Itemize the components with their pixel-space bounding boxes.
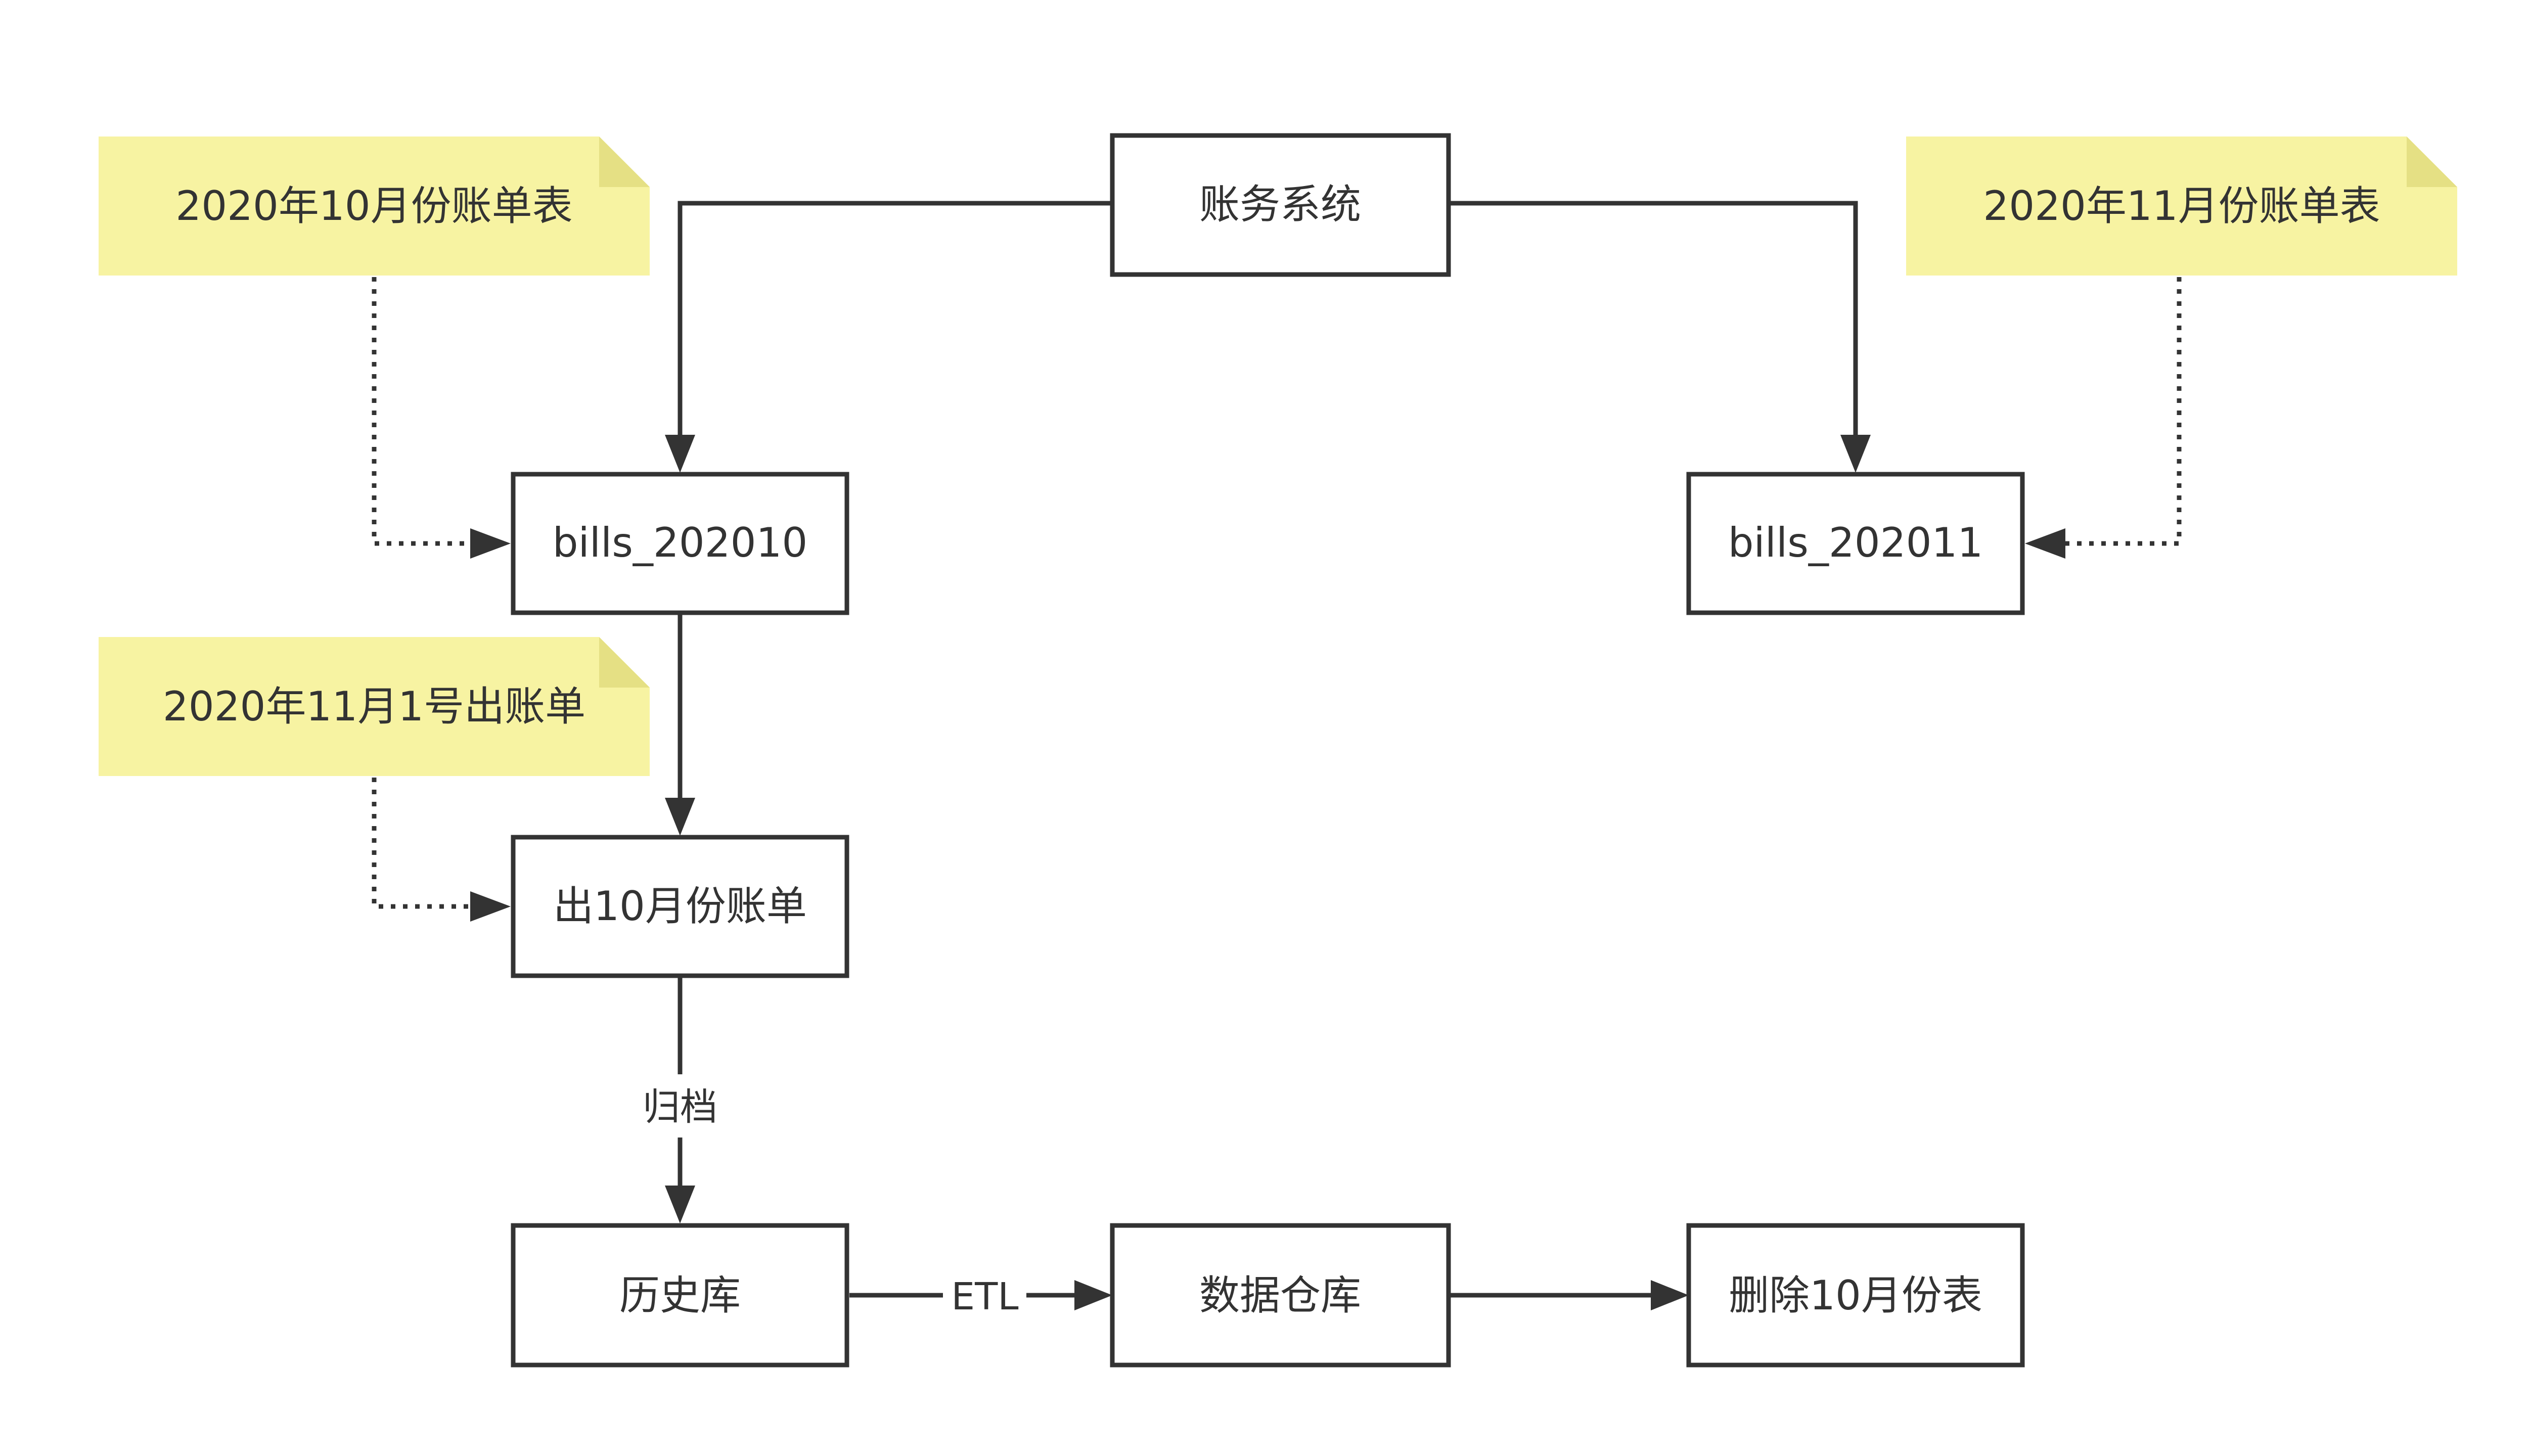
node-bills-202011-label: bills_202011 (1728, 519, 1983, 566)
node-history-db-box (511, 1223, 849, 1368)
node-bills-202010-box (511, 472, 849, 615)
node-accounting-system-box (1110, 133, 1451, 277)
edge-label-archive: 归档 (643, 1085, 717, 1129)
note-fold-icon (599, 637, 650, 688)
edge-note-first-billing-to-issue-bill (372, 778, 470, 909)
node-issue-october-bill: 出10月份账单 (511, 835, 849, 978)
note-oct-bill-table-text: 2020年10月份账单表 (175, 183, 572, 230)
arrow-right-icon (470, 528, 511, 559)
note-nov-bill-table: 2020年11月份账单表 (1906, 136, 2457, 276)
connectors: 归档 ETL (643, 201, 1871, 1318)
node-history-db: 历史库 (511, 1223, 849, 1368)
arrow-right-icon (470, 891, 511, 922)
node-accounting-system: 账务系统 (1110, 133, 1451, 277)
note-nov-first-billing: 2020年11月1号出账单 (99, 637, 650, 776)
edge-label-etl: ETL (951, 1275, 1018, 1318)
arrow-right-icon (1074, 1280, 1112, 1310)
node-bills-202010-label: bills_202010 (553, 519, 808, 566)
arrow-down-icon (665, 1186, 695, 1223)
node-delete-october-table: 删除10月份表 (1686, 1223, 2025, 1368)
node-delete-october-table-label: 删除10月份表 (1729, 1272, 1982, 1319)
node-data-warehouse-label: 数据仓库 (1199, 1272, 1361, 1319)
note-fold-icon (2407, 136, 2457, 187)
note-fold-icon (599, 136, 650, 187)
node-issue-october-bill-box (511, 835, 849, 978)
node-data-warehouse: 数据仓库 (1110, 1223, 1451, 1368)
edge-system-to-bills-202011 (1449, 201, 1858, 435)
note-connectors (372, 277, 2182, 922)
edge-note-oct-to-bills-202010 (372, 277, 470, 546)
edge-note-nov-to-bills-202011 (2065, 277, 2182, 546)
arrow-right-icon (1651, 1280, 1689, 1310)
arrow-down-icon (1840, 435, 1871, 473)
edge-system-to-bills-202010 (678, 201, 1112, 435)
note-nov-bill-table-text: 2020年11月份账单表 (1983, 183, 2380, 230)
node-bills-202011: bills_202011 (1686, 472, 2025, 615)
note-nov-first-billing-text: 2020年11月1号出账单 (163, 683, 585, 730)
arrow-down-icon (665, 798, 695, 836)
node-accounting-system-label: 账务系统 (1199, 181, 1361, 228)
node-issue-october-bill-label: 出10月份账单 (553, 883, 807, 930)
note-oct-bill-table-shape (99, 136, 650, 276)
node-delete-october-table-box (1686, 1223, 2025, 1368)
note-nov-bill-table-shape (1906, 136, 2457, 276)
note-oct-bill-table: 2020年10月份账单表 (99, 136, 650, 276)
note-nov-first-billing-shape (99, 637, 650, 776)
arrow-left-icon (2025, 528, 2065, 559)
node-data-warehouse-box (1110, 1223, 1451, 1368)
node-bills-202011-box (1686, 472, 2025, 615)
node-bills-202010: bills_202010 (511, 472, 849, 615)
node-history-db-label: 历史库 (619, 1272, 741, 1319)
arrow-down-icon (665, 435, 695, 473)
